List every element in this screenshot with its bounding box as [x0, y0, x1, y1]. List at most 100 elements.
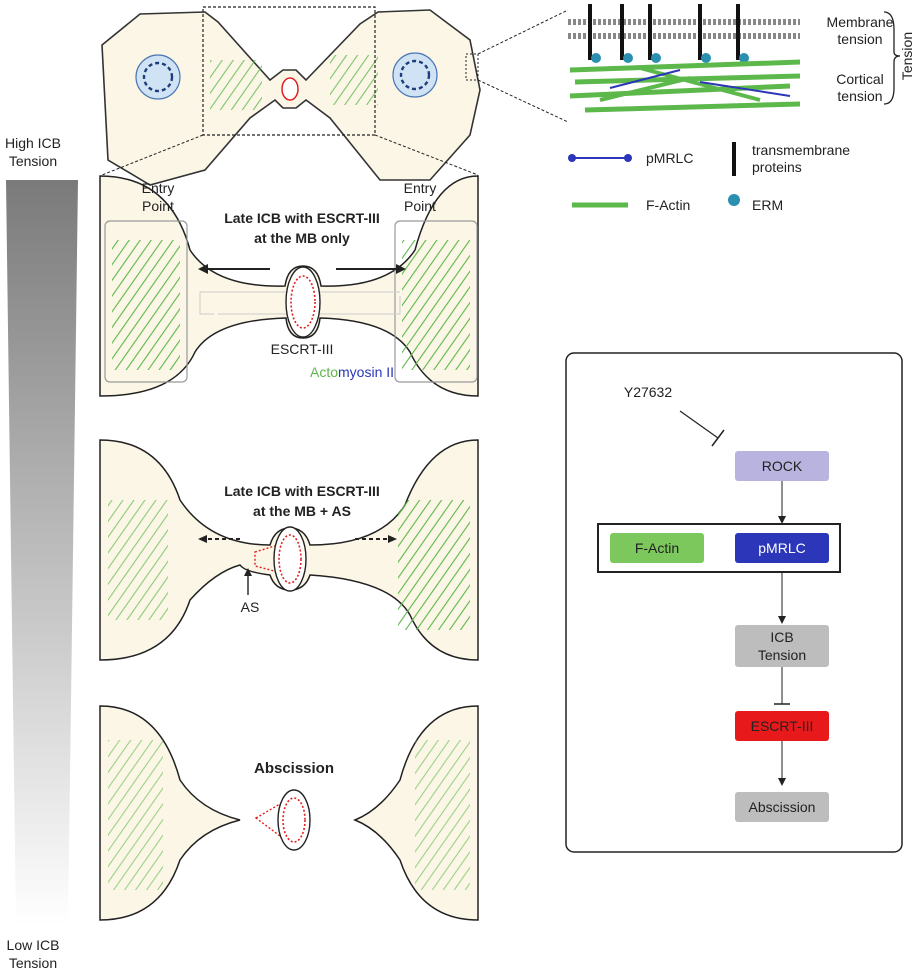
abscission-title: Abscission [254, 760, 334, 777]
nucleus-left [135, 54, 181, 100]
escrt-ring-panel3 [282, 797, 306, 843]
abscission-node [735, 792, 829, 822]
actin-filament-5 [639, 66, 761, 102]
arrowhead-group-to-icb [778, 616, 786, 624]
high-tension-label-2: Tension [9, 153, 57, 169]
pmrlc-legend-head-right [624, 154, 632, 162]
rock-node [735, 451, 829, 481]
myosin-inset-2 [699, 81, 791, 97]
entry-point-right-2: Point [404, 198, 436, 214]
escrt-node [735, 711, 829, 741]
actomyosin-label: Actomyosin II [310, 364, 394, 380]
entry-point-box-right [394, 220, 478, 383]
tm-legend-label-1: transmembrane [752, 142, 850, 158]
actin-filament-1 [569, 59, 801, 73]
zoom-box [202, 6, 376, 136]
tension-gradient-bar [6, 180, 78, 925]
cortex-inset: Membrane tension Cortical tension Tensio… [568, 4, 915, 113]
icb-tension-label-1: ICB [770, 629, 793, 645]
actin-filament-3 [569, 83, 791, 99]
panel-late-icb-mb-only: Entry Point Entry Point Late ICB with ES… [99, 175, 479, 397]
zoom-line-right [374, 134, 479, 176]
panel1-title-1: Late ICB with ESCRT-III [224, 210, 380, 226]
pmrlc-legend-head-left [568, 154, 576, 162]
inset-line-top [477, 9, 569, 55]
membrane-tension-label-1: Membrane [827, 14, 894, 30]
escrt-cone-as [254, 544, 279, 573]
membrane-tension-label-2: tension [837, 31, 882, 47]
legend: pMRLC F-Actin transmembrane proteins ERM [568, 142, 850, 213]
inhibition-bar-rock [711, 429, 725, 447]
pmrlc-node-label: pMRLC [758, 540, 805, 556]
pmrlc-legend-label: pMRLC [646, 150, 693, 166]
pmrlc-node [735, 533, 829, 563]
tension-gradient: High ICB Tension Low ICB Tension [5, 135, 78, 971]
escrt-label-panel1: ESCRT-III [271, 341, 334, 357]
panel2-title-1: Late ICB with ESCRT-III [224, 483, 380, 499]
actomyosin-myosin: myosin II [338, 364, 394, 380]
panel2-title-2: at the MB + AS [253, 503, 351, 519]
erm-2 [623, 53, 633, 63]
actin-network-left-2 [108, 500, 168, 620]
escrt-node-label: ESCRT-III [751, 718, 814, 734]
actin-network-right-2 [398, 500, 470, 630]
actin-filament-4 [584, 101, 801, 113]
icb-tension-label-2: Tension [758, 647, 806, 663]
inset-bg [568, 12, 800, 48]
actin-right-3 [415, 740, 470, 890]
arrowhead-right-panel2 [388, 535, 397, 543]
escrt-ring-panel1 [290, 275, 316, 329]
erm-4 [701, 53, 711, 63]
chromatin-right [399, 59, 431, 91]
tm-legend-label-2: proteins [752, 159, 802, 175]
panel-abscission: Abscission [99, 705, 479, 921]
pathway-diagram: Y27632 ROCK F-Actin pMRLC ICB Tension ES… [565, 352, 903, 853]
arrowhead-escrt-to-absc [778, 778, 786, 786]
as-label: AS [241, 599, 260, 615]
entry-point-box-left [104, 220, 188, 383]
escrt-ring-panel2 [278, 534, 302, 584]
arrowhead-left-panel1 [198, 264, 208, 274]
midbody-overview [281, 77, 299, 101]
erm-legend-symbol [728, 194, 740, 206]
entry-point-left-2: Point [142, 198, 174, 214]
actin-left-overview [210, 60, 262, 110]
arrowhead-right-panel1 [396, 264, 406, 274]
y27632-label: Y27632 [624, 384, 672, 400]
tension-label: Tension [899, 32, 915, 80]
zoom-line-left [101, 134, 204, 176]
actomyosin-acto: Acto [310, 364, 338, 380]
factin-legend-label: F-Actin [646, 197, 690, 213]
actin-network-right [402, 240, 470, 370]
factin-node-label: F-Actin [635, 540, 679, 556]
arrowhead-rock-to-group [778, 516, 786, 524]
low-tension-label-1: Low ICB [7, 937, 60, 953]
entry-point-left-1: Entry [142, 180, 175, 196]
inhibition-line-rock [679, 410, 719, 439]
chromatin-left [142, 61, 174, 93]
entry-point-right-1: Entry [404, 180, 437, 196]
pathway-frame [565, 352, 903, 853]
actomyosin-group-box [597, 523, 841, 573]
escrt-cone-absc [254, 802, 281, 838]
erm-1 [591, 53, 601, 63]
actin-filament-6 [599, 76, 691, 102]
erm-legend-label: ERM [752, 197, 783, 213]
panel1-title-2: at the MB only [254, 230, 350, 246]
high-tension-label-1: High ICB [5, 135, 61, 151]
tension-brace [883, 11, 901, 105]
actin-right-overview [330, 55, 378, 105]
abscission-node-label: Abscission [749, 799, 816, 815]
actin-network-left [112, 240, 180, 370]
cortical-tension-label-1: Cortical [836, 71, 883, 87]
nucleus-right [392, 52, 438, 98]
as-arrowhead [244, 568, 252, 576]
erm-3 [651, 53, 661, 63]
actin-left-3 [108, 740, 163, 890]
erm-5 [739, 53, 749, 63]
icb-tension-node [735, 625, 829, 667]
low-tension-label-2: Tension [9, 955, 57, 971]
panel-late-icb-mb-as: Late ICB with ESCRT-III at the MB + AS A… [99, 439, 479, 661]
rock-label: ROCK [762, 458, 803, 474]
